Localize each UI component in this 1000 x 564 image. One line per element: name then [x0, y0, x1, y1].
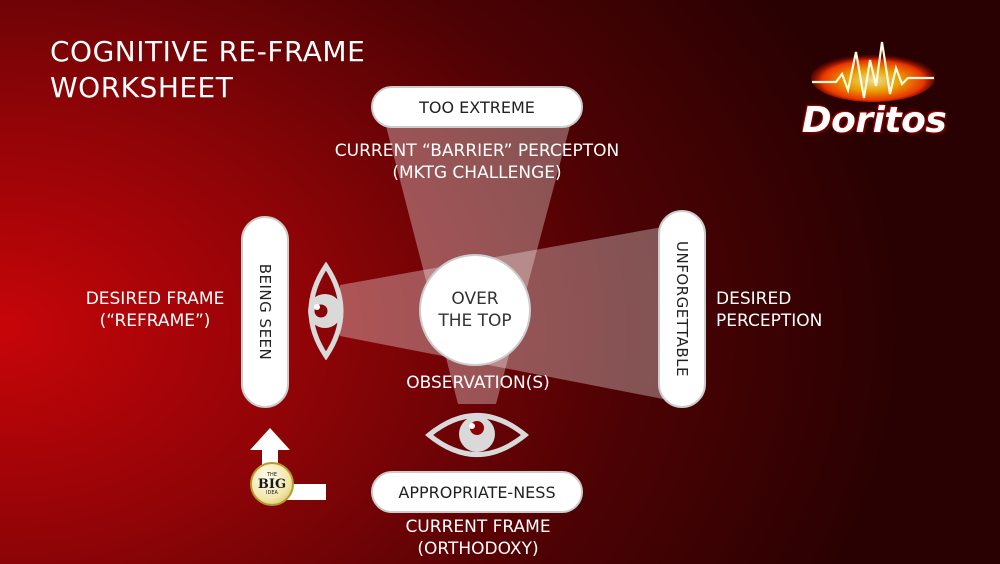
- desired-frame-line-2: (“REFRAME”): [99, 311, 211, 331]
- barrier-perception-caption: CURRENT “BARRIER” PERCEPTON (MKTG CHALLE…: [310, 140, 644, 184]
- being-seen-label: BEING SEEN: [256, 263, 274, 361]
- current-frame-line-2: (ORTHODOXY): [417, 539, 539, 559]
- badge-line-3: IDEA: [266, 489, 278, 496]
- center-line-2: THE TOP: [438, 311, 512, 331]
- center-line-1: OVER: [451, 289, 499, 309]
- barrier-caption-line-1: CURRENT “BARRIER” PERCEPTON: [334, 141, 620, 161]
- badge-line-2: BIG: [257, 476, 287, 492]
- appropriate-ness-pill: APPROPRIATE-NESS: [371, 471, 583, 513]
- desired-perception-line-1: DESIRED: [716, 289, 792, 309]
- over-the-top-circle: OVER THE TOP: [419, 254, 531, 366]
- barrier-caption-line-2: (MKTG CHALLENGE): [392, 163, 562, 183]
- badge-line-1: THE: [267, 471, 277, 478]
- too-extreme-pill: TOO EXTREME: [371, 86, 583, 128]
- title-line-1: COGNITIVE RE-FRAME: [50, 35, 366, 68]
- appropriate-ness-label: APPROPRIATE-NESS: [398, 482, 556, 502]
- title-line-2: WORKSHEET: [50, 71, 234, 104]
- current-frame-caption: CURRENT FRAME (ORTHODOXY): [360, 516, 596, 560]
- page-title: COGNITIVE RE-FRAME WORKSHEET: [50, 34, 365, 106]
- eye-icon-bottom: [425, 413, 529, 457]
- logo-flame-icon: [811, 41, 935, 102]
- desired-perception-caption: DESIRED PERCEPTION: [716, 288, 822, 332]
- unforgettable-label: UNFORGETTABLE: [673, 241, 691, 377]
- desired-frame-line-1: DESIRED FRAME: [85, 289, 225, 309]
- eye-icon-left: [308, 262, 344, 360]
- too-extreme-label: TOO EXTREME: [419, 97, 535, 117]
- brand-logo: Doritos: [801, 100, 947, 141]
- being-seen-pill: BEING SEEN: [241, 216, 289, 408]
- desired-frame-caption: DESIRED FRAME (“REFRAME”): [70, 288, 240, 332]
- big-idea-badge: THE BIG IDEA: [250, 462, 294, 506]
- current-frame-line-1: CURRENT FRAME: [405, 517, 551, 537]
- observation-label: OBSERVATION(S): [406, 373, 550, 393]
- desired-perception-line-2: PERCEPTION: [716, 311, 823, 331]
- unforgettable-pill: UNFORGETTABLE: [658, 210, 706, 408]
